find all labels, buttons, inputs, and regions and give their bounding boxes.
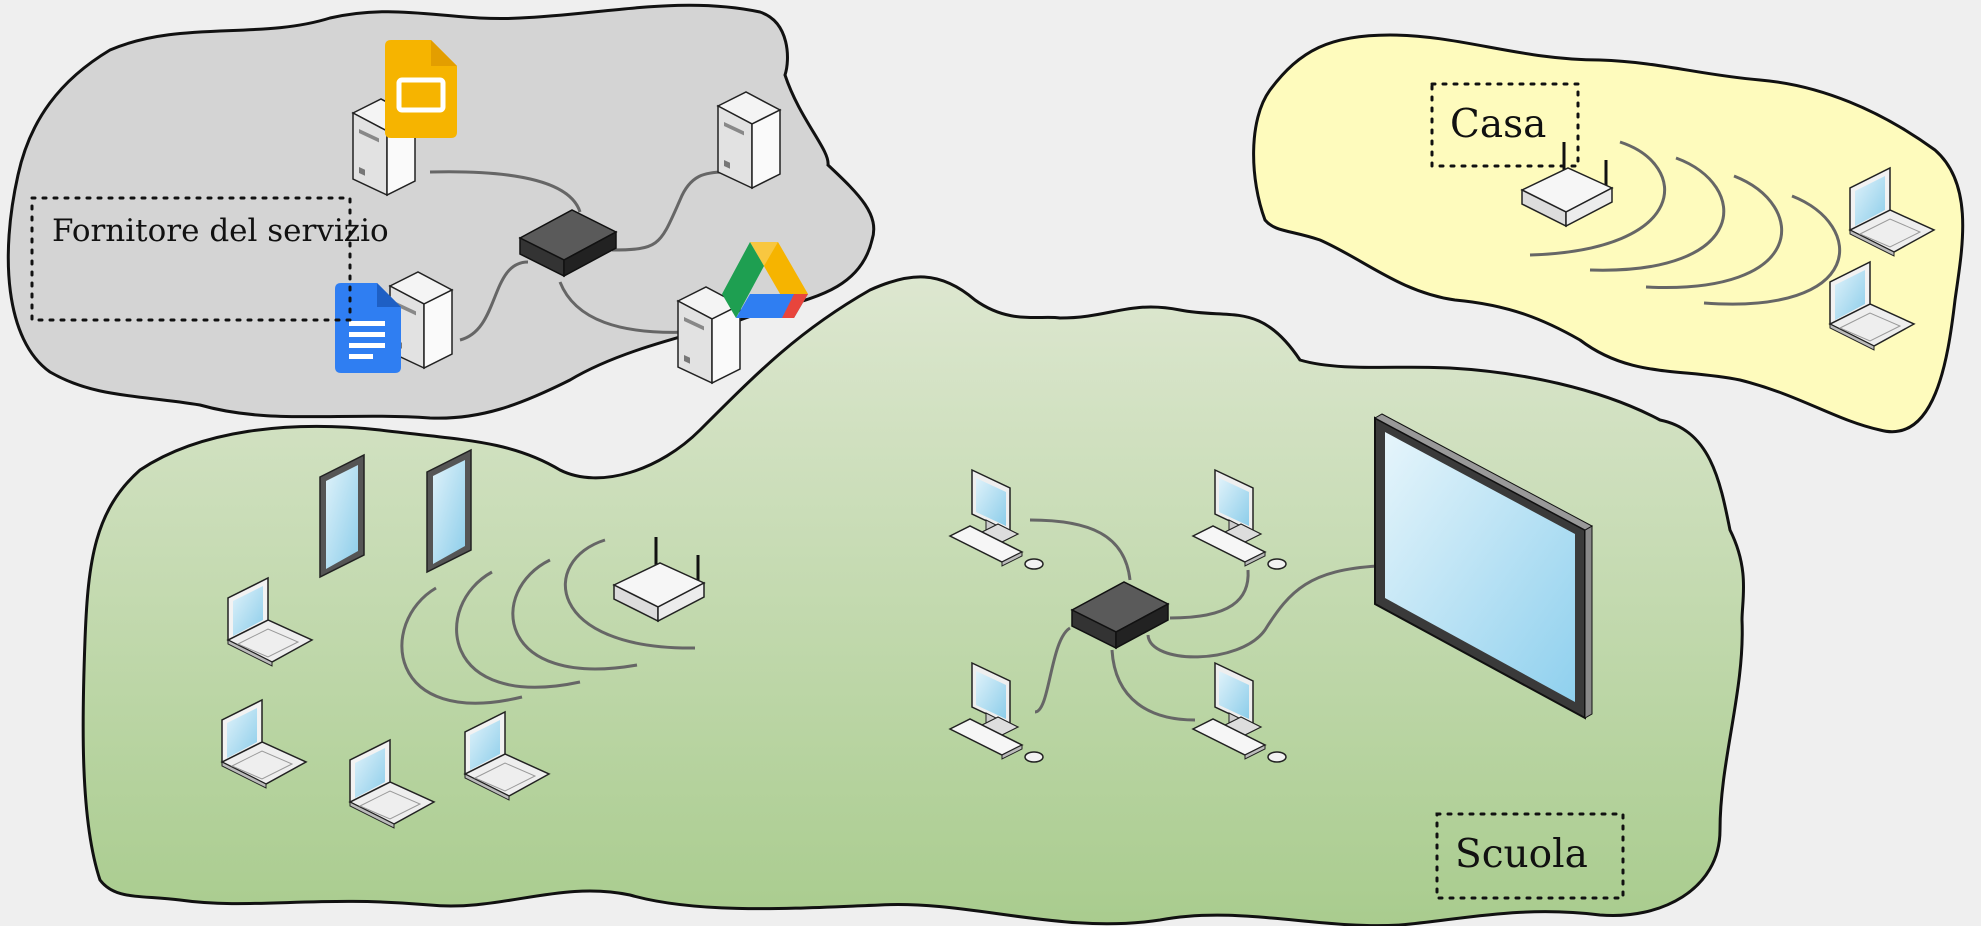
server-2 [718,92,780,188]
tablet-2 [427,450,471,572]
tablet-1 [320,455,364,577]
school-label: Scuola [1455,832,1588,877]
home-label: Casa [1450,102,1546,147]
provider-label: Fornitore del servizio [52,213,389,249]
